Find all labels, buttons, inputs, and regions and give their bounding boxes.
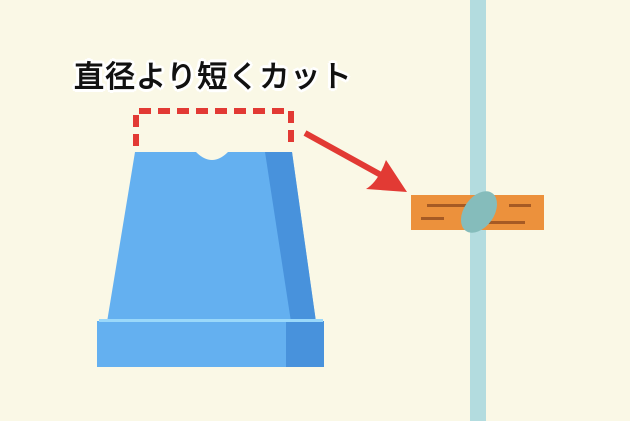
cut-shorter-than-diameter-label: 直径より短くカット	[74, 60, 353, 95]
tie-knot-icon	[460, 191, 498, 233]
arrow-icon	[303, 130, 407, 192]
cut-outline-dashed	[133, 108, 294, 146]
flower-pot-icon	[97, 152, 324, 367]
